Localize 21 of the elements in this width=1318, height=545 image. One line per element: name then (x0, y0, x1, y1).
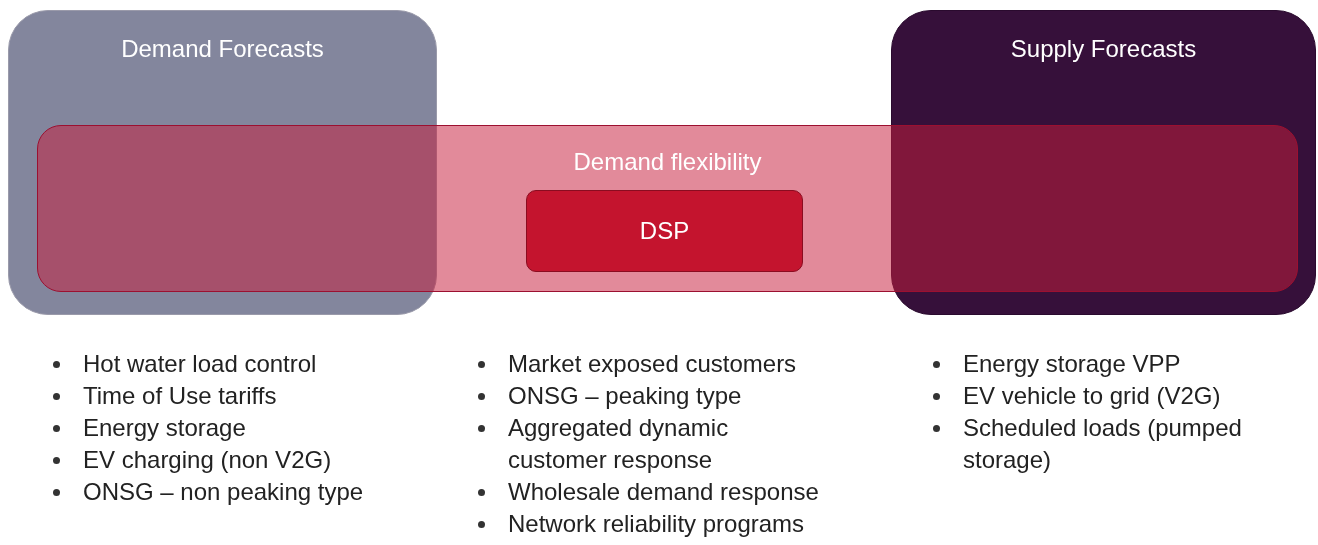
box-label: Demand Forecasts (121, 35, 324, 63)
box-label: Supply Forecasts (1010, 35, 1197, 63)
bullet-text: EV charging (non V2G) (83, 445, 332, 475)
bullet-text: Market exposed customers (508, 349, 797, 379)
bullet-text: Energy storage VPP (963, 349, 1181, 379)
rounded-box (526, 190, 803, 272)
box-label: DSP (639, 217, 690, 245)
bullet-text: ONSG – peaking type (508, 381, 742, 411)
bullet-text: EV vehicle to grid (V2G) (963, 381, 1221, 411)
bullet-text: Scheduled loads (pumped storage) (963, 413, 1243, 475)
box-label: Demand flexibility (573, 148, 762, 176)
rounded-box (8, 10, 437, 315)
rounded-box (891, 10, 1316, 315)
bullet-text: Aggregated dynamic customer response (508, 413, 730, 475)
overlapping-band (37, 125, 1298, 292)
bullet-text: Wholesale demand response (508, 477, 819, 507)
bullet-text: Network reliability programs (508, 509, 805, 539)
bullet-text: Hot water load control (83, 349, 317, 379)
bullet-text: ONSG – non peaking type (83, 477, 364, 507)
bullet-text: Energy storage (83, 413, 246, 443)
bullet-text: Time of Use tariffs (83, 381, 277, 411)
